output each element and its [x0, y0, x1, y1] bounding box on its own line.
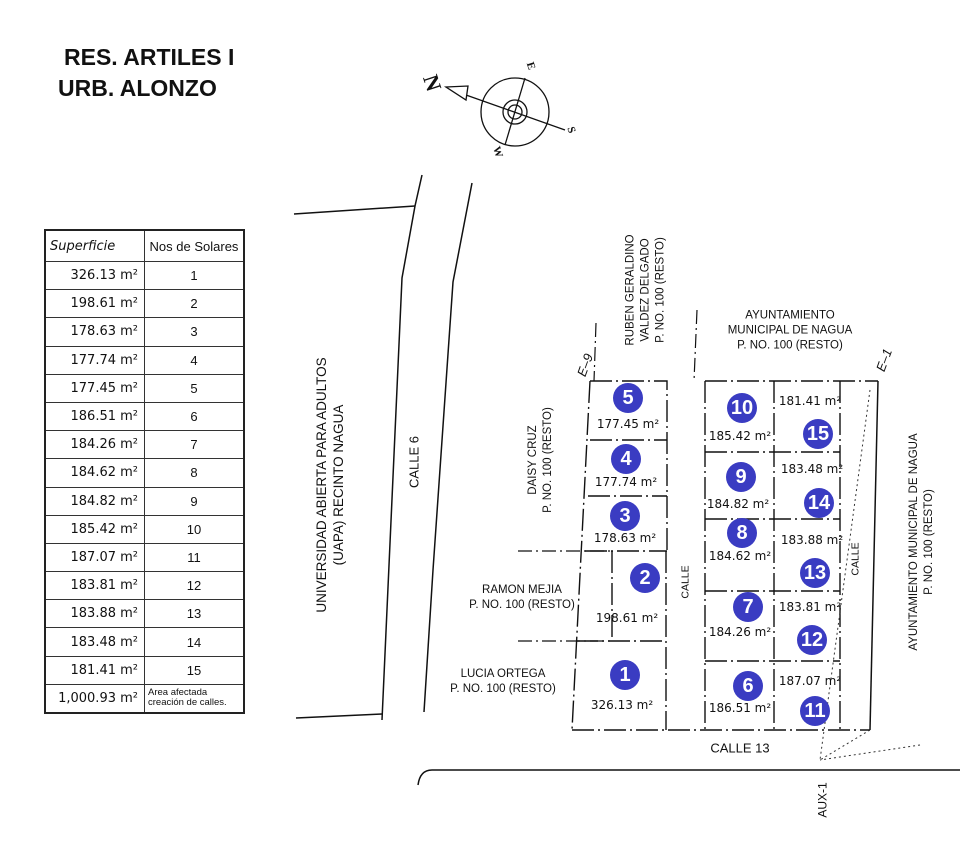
row-number: 3 — [144, 317, 245, 347]
row-area: 185.42 m² — [44, 514, 145, 544]
lot-area-11: 187.07 m² — [778, 674, 842, 688]
lot-marker-12[interactable]: 12 — [797, 625, 827, 655]
lot-area-4: 177.74 m² — [594, 475, 658, 489]
row-number: 6 — [144, 401, 245, 432]
row-area: 186.51 m² — [44, 401, 145, 432]
lot-marker-3[interactable]: 3 — [610, 501, 640, 531]
header-number: Nos de Solares — [144, 229, 245, 262]
lot-area-9: 184.82 m² — [706, 497, 770, 511]
row-area: 184.26 m² — [44, 430, 145, 460]
lot-marker-10[interactable]: 10 — [727, 393, 757, 423]
row-area: 177.74 m² — [44, 345, 145, 375]
lot-area-14: 183.48 m² — [780, 462, 844, 476]
uapa-label: UNIVERSIDAD ABIERTA PARA ADULTOS(UAPA) R… — [314, 357, 346, 613]
row-area: 183.88 m² — [44, 599, 145, 629]
road-lines — [293, 174, 960, 786]
title-line2: URB. ALONZO — [58, 75, 217, 101]
row-number: 8 — [144, 458, 245, 488]
aux1-label: AUX-1 — [815, 782, 830, 818]
row-area: 187.07 m² — [44, 542, 145, 573]
header-area: Superficie — [44, 229, 145, 262]
row-number: 12 — [144, 571, 245, 601]
row-number: 5 — [144, 373, 245, 403]
lot-marker-6[interactable]: 6 — [733, 671, 763, 701]
row-number: 4 — [144, 345, 245, 375]
lot-marker-7[interactable]: 7 — [733, 592, 763, 622]
lot-marker-9[interactable]: 9 — [726, 462, 756, 492]
row-area: 183.81 m² — [44, 571, 145, 601]
lot-marker-5[interactable]: 5 — [613, 383, 643, 413]
lot-marker-4[interactable]: 4 — [611, 444, 641, 474]
row-area: 183.48 m² — [44, 627, 145, 657]
calle-label-b: CALLE — [849, 542, 862, 576]
row-number: 11 — [144, 542, 245, 573]
lot-area-1: 326.13 m² — [590, 698, 654, 712]
lot-marker-11[interactable]: 11 — [800, 696, 830, 726]
lot-area-3: 178.63 m² — [593, 531, 657, 545]
lot-marker-8[interactable]: 8 — [727, 518, 757, 548]
row-area: 181.41 m² — [44, 655, 145, 685]
row-number: 10 — [144, 514, 245, 544]
lot-marker-13[interactable]: 13 — [800, 558, 830, 588]
row-area: 198.61 m² — [44, 289, 145, 319]
row-number: 2 — [144, 289, 245, 319]
calle6-label: CALLE 6 — [406, 435, 422, 489]
row-number: 13 — [144, 599, 245, 629]
row-area: 184.82 m² — [44, 486, 145, 516]
lot-area-5: 177.45 m² — [596, 417, 660, 431]
total-area: 1,000.93 m² — [44, 683, 145, 714]
row-number: 14 — [144, 627, 245, 657]
lot-area-2: 198.61 m² — [595, 611, 659, 625]
lot-boundaries — [571, 380, 878, 731]
row-area: 178.63 m² — [44, 317, 145, 347]
calle13-label: CALLE 13 — [710, 740, 770, 756]
lot-area-10: 185.42 m² — [708, 429, 772, 443]
row-area: 177.45 m² — [44, 373, 145, 403]
lot-area-6: 186.51 m² — [708, 701, 772, 715]
lot-marker-1[interactable]: 1 — [610, 660, 640, 690]
lot-area-12: 183.81 m² — [778, 600, 842, 614]
row-area: 184.62 m² — [44, 458, 145, 488]
row-number: 7 — [144, 430, 245, 460]
row-number: 15 — [144, 655, 245, 685]
lot-area-15: 181.41 m² — [778, 394, 842, 408]
row-number: 9 — [144, 486, 245, 516]
title-line1: RES. ARTILES I — [64, 44, 235, 70]
calle-label-a: CALLE — [679, 565, 692, 599]
lot-marker-2[interactable]: 2 — [630, 563, 660, 593]
lot-marker-14[interactable]: 14 — [804, 488, 834, 518]
row-number: 1 — [144, 260, 245, 291]
lot-area-13: 183.88 m² — [780, 533, 844, 547]
row-area: 326.13 m² — [44, 260, 145, 291]
lot-area-8: 184.62 m² — [708, 549, 772, 563]
compass-icon — [443, 77, 566, 147]
lot-area-7: 184.26 m² — [708, 625, 772, 639]
lot-marker-15[interactable]: 15 — [803, 419, 833, 449]
